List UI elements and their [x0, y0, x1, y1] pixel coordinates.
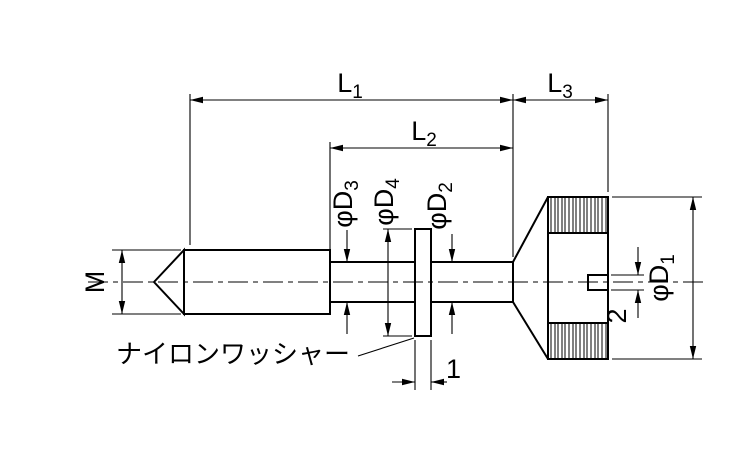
label-d4: φD4 [369, 178, 404, 226]
label-slot-width: 2 [602, 308, 632, 323]
label-l2: L2 [411, 116, 437, 151]
dimension-graphics [112, 94, 702, 390]
label-l1: L1 [337, 68, 363, 103]
dimension-labels: L1 L3 L2 M φD3 φD4 φD2 φD1 2 1 ナイロンワッシャー [80, 68, 679, 384]
label-washer-note: ナイロンワッシャー [116, 339, 350, 369]
label-washer-thickness: 1 [446, 354, 461, 384]
label-d1: φD1 [644, 254, 679, 302]
knurl-band-lines [548, 232, 608, 324]
label-d3: φD3 [328, 180, 363, 228]
knurl-hatch [550, 198, 607, 358]
label-d2: φD2 [422, 182, 457, 230]
head-cone [512, 196, 549, 360]
label-l3: L3 [547, 68, 573, 103]
washer-note-leader-line [357, 337, 415, 357]
